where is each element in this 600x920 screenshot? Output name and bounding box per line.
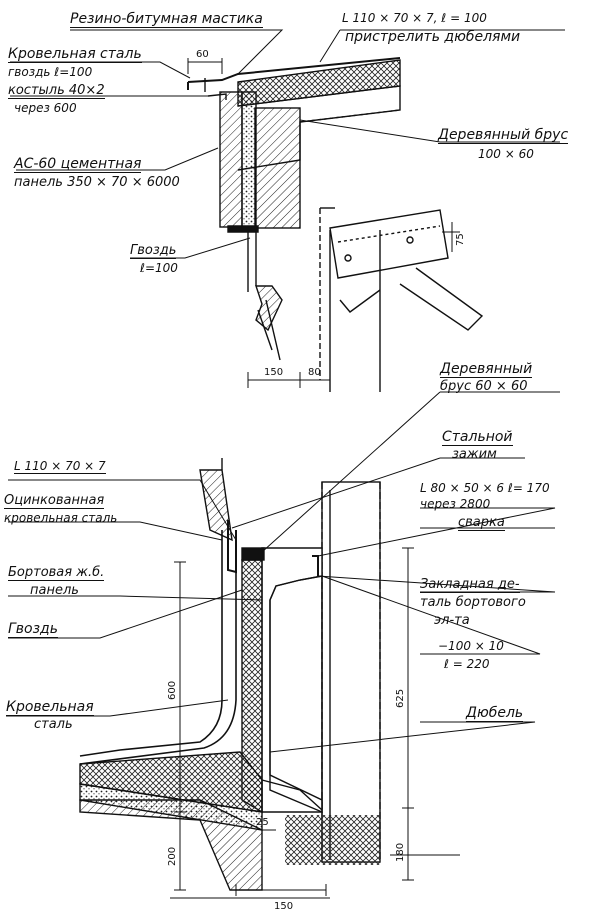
dim-600: 600 <box>167 680 178 700</box>
dim-75: 75 <box>455 233 466 246</box>
dim-180: 180 <box>395 842 406 862</box>
label-beam-100: Деревянный брус <box>438 127 569 144</box>
label-nail-top: Гвоздь <box>130 243 177 259</box>
label-roof-steel-bottom-2: сталь <box>34 717 73 732</box>
label-angle-80-step: через 2800 <box>420 497 491 511</box>
label-dowels: пристрелить дюбелями <box>345 29 521 45</box>
label-embed: Закладная де- <box>420 577 520 593</box>
label-clamp: Стальной <box>442 429 513 446</box>
dim-150-top: 150 <box>264 367 284 378</box>
dim-80: 80 <box>308 367 321 378</box>
top-detail <box>187 57 484 392</box>
label-side-panel-2: панель <box>30 583 79 598</box>
label-beam-100-size: 100 × 60 <box>478 147 534 161</box>
bottom-detail <box>79 458 460 899</box>
label-nail-100: гвоздь ℓ=100 <box>8 65 93 79</box>
label-side-panel: Бортовая ж.б. <box>8 565 105 581</box>
label-angle-top: L 110 × 70 × 7, ℓ = 100 <box>342 11 487 25</box>
label-nail-bottom: Гвоздь <box>8 621 58 638</box>
label-roof-steel-top: Кровельная сталь <box>8 46 142 63</box>
leader-lines <box>6 29 565 753</box>
label-panel-size: панель 350 × 70 × 6000 <box>14 175 180 190</box>
dim-60: 60 <box>196 49 209 60</box>
label-dowel: Дюбель <box>466 705 524 722</box>
label-galvanized: Оцинкованная <box>4 493 105 509</box>
label-plate-length: ℓ = 220 <box>444 657 490 671</box>
dim-150-bottom: 150 <box>274 901 294 912</box>
label-nail-top-length: ℓ=100 <box>140 261 178 275</box>
label-embed-3: эл-та <box>434 613 470 628</box>
label-beam-60-size: брус 60 × 60 <box>440 379 528 394</box>
label-beam-60: Деревянный <box>440 361 533 378</box>
label-roof-steel-bottom: Кровельная <box>6 699 94 716</box>
dim-200: 200 <box>167 846 178 866</box>
label-panel: АС-60 цементная <box>14 156 142 173</box>
label-crutch: костыль 40×2 <box>8 83 105 99</box>
label-mastic: Резино-битумная мастика <box>70 11 263 28</box>
label-angle-80: L 80 × 50 × 6 ℓ= 170 <box>420 481 550 495</box>
dim-625: 625 <box>395 688 406 708</box>
label-angle-bottom: L 110 × 70 × 7 <box>14 459 106 474</box>
dim-25: 25 <box>256 817 269 828</box>
label-plate: −100 × 10 <box>438 639 504 653</box>
label-galvanized-2: кровельная сталь <box>4 511 118 525</box>
label-clamp-2: зажим <box>452 447 497 462</box>
label-embed-2: таль бортового <box>420 595 526 610</box>
label-crutch-step: через 600 <box>14 101 77 115</box>
label-weld: сварка <box>458 515 505 531</box>
